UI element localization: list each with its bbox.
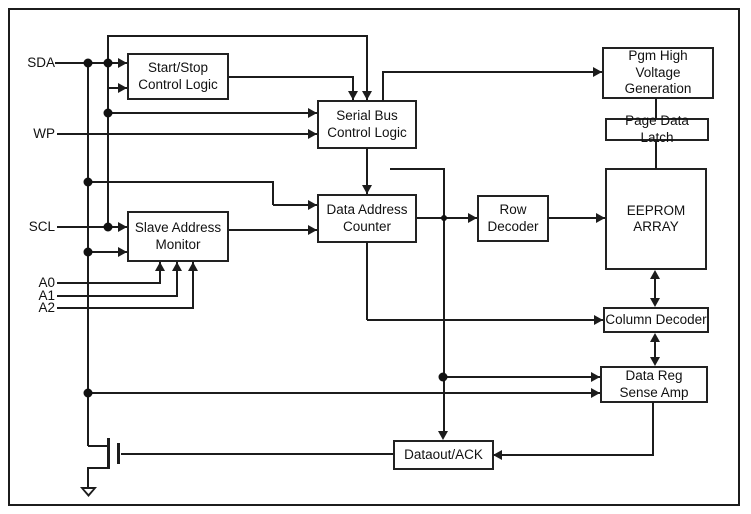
wire-startstop-drop xyxy=(352,76,354,100)
wire-dac-bottom-drop xyxy=(366,242,368,320)
wire-source-to-ground xyxy=(87,467,89,488)
wire-slave-out xyxy=(229,229,317,231)
wire-scl xyxy=(57,226,127,228)
pin-label-a0: A0 xyxy=(38,275,55,290)
arrowhead xyxy=(118,222,127,232)
junction-dot xyxy=(438,372,448,382)
pin-label-a2: A2 xyxy=(38,300,55,315)
arrowhead xyxy=(594,315,603,325)
junction-dot xyxy=(103,222,113,232)
wire-bus-vertical xyxy=(443,168,445,433)
junction-dot xyxy=(83,247,93,257)
wire-sda-top-drop xyxy=(366,35,368,100)
wire-to-dac-in1-b xyxy=(273,204,317,206)
arrowhead xyxy=(362,185,372,194)
wire-datareg-to-dataout xyxy=(493,454,654,456)
wire-to-startstop-in2 xyxy=(108,87,127,89)
block-column-decoder: Column Decoder xyxy=(603,307,709,333)
wire-dac-to-column xyxy=(367,319,603,321)
wire-latch-to-eeprom xyxy=(655,140,657,169)
wire-eeprom-column-bidir xyxy=(654,277,656,301)
junction-dot xyxy=(103,108,113,118)
wire-to-dac-in1-a xyxy=(88,181,274,183)
arrowhead xyxy=(118,247,127,257)
wire-serialbus-top-out xyxy=(382,71,384,101)
arrowhead xyxy=(438,431,448,440)
wire-datareg-down xyxy=(652,402,654,456)
pin-label-sda: SDA xyxy=(27,55,55,70)
arrowhead xyxy=(468,213,477,223)
arrowhead xyxy=(308,200,317,210)
wire-row-to-eeprom xyxy=(549,217,605,219)
junction-dot xyxy=(83,58,93,68)
arrowhead xyxy=(118,58,127,68)
wire-serialbus-to-dac xyxy=(366,148,368,194)
pin-label-wp: WP xyxy=(33,126,55,141)
block-row-decoder: Row Decoder xyxy=(477,195,549,242)
junction-dot xyxy=(83,388,93,398)
block-data-address-counter: Data Address Counter xyxy=(317,194,417,243)
arrowhead xyxy=(593,67,602,77)
wire-mosfet-drain xyxy=(88,445,109,447)
wire-dataout-to-gate xyxy=(121,453,393,455)
pin-label-a1: A1 xyxy=(38,288,55,303)
ground-icon-inner xyxy=(84,489,93,494)
block-data-reg-sense-amp: Data Reg Sense Amp xyxy=(600,366,708,403)
wire-a1-riser xyxy=(176,262,178,296)
wire-a1 xyxy=(57,295,178,297)
arrowhead xyxy=(493,450,502,460)
wire-to-datareg-in1 xyxy=(443,376,600,378)
wire-startstop-out xyxy=(229,76,354,78)
wire-a0-riser xyxy=(159,262,161,283)
arrowhead xyxy=(650,270,660,279)
block-page-data-latch: Page Data Latch xyxy=(605,113,709,145)
arrowhead xyxy=(362,91,372,100)
wire-to-datareg-in2 xyxy=(88,392,600,394)
mosfet-channel-bar xyxy=(107,438,110,469)
wire-wp xyxy=(57,133,317,135)
block-pgm-high-voltage-generation: Pgm High Voltage Generation xyxy=(602,47,714,99)
diagram-border xyxy=(8,8,740,506)
arrowhead xyxy=(308,108,317,118)
wire-rail-2 xyxy=(107,35,109,227)
arrowhead xyxy=(172,262,182,271)
arrowhead xyxy=(348,91,358,100)
arrowhead xyxy=(155,262,165,271)
junction-dot xyxy=(103,58,113,68)
wire-to-serialbus-in1 xyxy=(108,112,317,114)
wire-a0 xyxy=(57,282,161,284)
wire-to-pgm-hv xyxy=(383,71,602,73)
junction-dot xyxy=(83,177,93,187)
arrowhead xyxy=(650,333,660,342)
wire-dac-in1-drop xyxy=(272,181,274,205)
arrowhead xyxy=(308,225,317,235)
arrowhead xyxy=(591,388,600,398)
junction-dot xyxy=(441,215,447,221)
wire-sda-top xyxy=(107,35,368,37)
arrowhead xyxy=(118,83,127,93)
mosfet-gate-bar xyxy=(117,443,120,464)
wire-a2 xyxy=(57,307,194,309)
arrowhead xyxy=(596,213,605,223)
wire-to-slave-in2 xyxy=(88,251,127,253)
block-serial-bus-control-logic: Serial Bus Control Logic xyxy=(317,100,417,149)
pin-label-scl: SCL xyxy=(28,219,55,234)
block-eeprom-array: EEPROM ARRAY xyxy=(605,168,707,270)
block-start-stop-control-logic: Start/Stop Control Logic xyxy=(127,53,229,100)
block-dataout-ack: Dataout/ACK xyxy=(393,440,494,470)
arrowhead xyxy=(650,357,660,366)
arrowhead xyxy=(591,372,600,382)
arrowhead xyxy=(308,129,317,139)
wire-pgm-to-latch xyxy=(655,98,657,119)
wire-dac-to-row xyxy=(417,217,477,219)
wire-column-datareg-bidir xyxy=(654,341,656,358)
arrowhead xyxy=(188,262,198,271)
wire-mosfet-source xyxy=(88,467,109,469)
wire-a2-riser xyxy=(192,262,194,308)
arrowhead xyxy=(650,298,660,307)
block-slave-address-monitor: Slave Address Monitor xyxy=(127,211,229,262)
wire-serialbus-out-b xyxy=(390,168,444,170)
